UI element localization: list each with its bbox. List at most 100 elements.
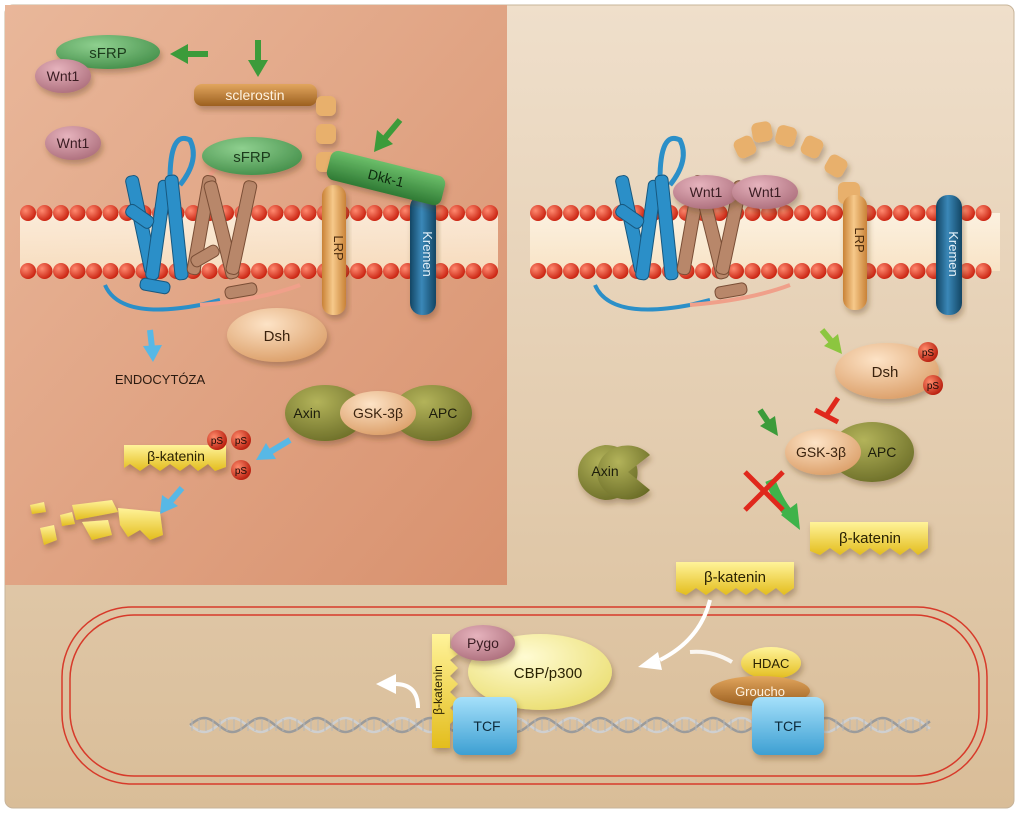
membrane-bead — [53, 263, 69, 279]
membrane-bead — [563, 263, 579, 279]
membrane-bead — [827, 263, 843, 279]
red-inhibition-symbol — [813, 396, 841, 425]
apc-right-label: APC — [868, 444, 897, 460]
beta-catenin-nuclear-label: β-katenin — [431, 665, 445, 715]
membrane-bead — [86, 263, 102, 279]
membrane-bead — [909, 263, 926, 279]
gsk-left-label: GSK-3β — [353, 405, 403, 421]
membrane-bead — [909, 205, 926, 221]
white-arrow-transcription — [376, 674, 420, 709]
membrane-bead — [383, 205, 399, 221]
sclerostin-label: sclerostin — [225, 87, 284, 103]
membrane-bead — [102, 263, 119, 279]
membrane-bead — [449, 263, 465, 279]
ps-right-1: pS — [918, 342, 938, 362]
gsk-apc-complex-right: GSK-3β APC — [785, 422, 914, 482]
membrane-bead — [201, 263, 218, 279]
membrane-bead — [482, 263, 498, 279]
kremen-right-label: Kremen — [946, 231, 961, 277]
beta-catenin-entry-label: β-katenin — [704, 569, 766, 586]
dsh-left-label: Dsh — [264, 328, 291, 345]
white-arrow-to-cbp — [638, 599, 734, 670]
membrane-bead — [728, 263, 744, 279]
kremen-left: Kremen — [410, 195, 436, 315]
membrane-bead — [777, 205, 794, 221]
cbp-label: CBP/p300 — [514, 665, 582, 682]
destruction-complex: Axin GSK-3β APC — [285, 385, 472, 441]
membrane-bead — [102, 205, 119, 221]
svg-text:pS: pS — [922, 348, 935, 359]
membrane-bead — [267, 263, 284, 279]
wnt1-right-a-label: Wnt1 — [690, 184, 723, 200]
membrane-bead — [20, 205, 36, 221]
membrane-bead — [69, 263, 86, 279]
lrp-right-label: LRP — [852, 227, 867, 252]
membrane-bead — [267, 205, 284, 221]
membrane-bead — [711, 205, 728, 221]
membrane-bead — [579, 205, 596, 221]
membrane-bead — [36, 263, 53, 279]
ps-left-3: pS — [231, 460, 251, 480]
membrane-bead — [794, 205, 810, 221]
membrane-bead — [827, 205, 843, 221]
membrane-bead — [546, 263, 563, 279]
membrane-bead — [563, 205, 579, 221]
blue-arrow-to-beta-catenin — [256, 437, 292, 460]
membrane-bead — [876, 205, 893, 221]
ps-left-2: pS — [231, 430, 251, 450]
green-arrow-to-gsk — [757, 408, 778, 436]
dsh-left: Dsh — [227, 308, 327, 362]
wnt1-right-b-label: Wnt1 — [749, 184, 782, 200]
lightgreen-arrow-to-dsh — [819, 328, 842, 354]
membrane-bead — [366, 263, 383, 279]
membrane-bead — [20, 263, 36, 279]
tcf-active: TCF — [453, 697, 517, 755]
membrane-bead — [53, 205, 69, 221]
membrane-bead — [465, 263, 482, 279]
membrane-bead — [69, 205, 86, 221]
beta-catenin-degraded — [30, 500, 163, 545]
green-arrow-to-sclerostin — [248, 40, 268, 77]
hdac-label: HDAC — [753, 656, 790, 671]
dkk1: Dkk-1 — [326, 150, 446, 206]
membrane-bead — [893, 263, 909, 279]
membrane-bead — [777, 263, 794, 279]
endocytosis-label: ENDOCYTÓZA — [115, 372, 206, 387]
svg-text:pS: pS — [211, 436, 224, 447]
beta-catenin-phosphorylated: β-katenin — [124, 445, 226, 471]
membrane-bead — [119, 263, 135, 279]
blue-arrow-to-degradation — [160, 486, 185, 514]
frizzled-receptor-left — [103, 135, 301, 312]
green-arrow-to-sfrp — [170, 44, 208, 64]
membrane-bead — [761, 263, 777, 279]
ps-right-2: pS — [923, 375, 943, 395]
membrane-bead — [530, 263, 546, 279]
gsk-left-shape — [340, 391, 416, 435]
membrane-bead — [959, 263, 975, 279]
membrane-bead — [300, 263, 317, 279]
sfrp-mid: sFRP — [202, 137, 302, 175]
blue-arrow-endocytosis — [143, 329, 162, 362]
blocked-arrow-to-beta-catenin — [743, 470, 800, 530]
svg-text:pS: pS — [235, 466, 248, 477]
dsh-right-label: Dsh — [872, 364, 899, 381]
membrane-bead — [449, 205, 465, 221]
membrane-bead — [251, 263, 267, 279]
gsk-right-label: GSK-3β — [796, 444, 846, 460]
sfrp-mid-label: sFRP — [233, 149, 271, 166]
membrane-bead — [810, 205, 827, 221]
membrane-bead — [975, 263, 992, 279]
wnt1-right-b: Wnt1 — [732, 175, 798, 209]
tcf-active-label: TCF — [473, 718, 500, 734]
membrane-bead — [596, 263, 612, 279]
membrane-bead — [744, 263, 761, 279]
lrp-left-label: LRP — [331, 235, 346, 260]
sfrp-top-label: sFRP — [89, 45, 127, 62]
svg-text:pS: pS — [235, 436, 248, 447]
apc-left-shape — [392, 385, 472, 441]
svg-text:pS: pS — [927, 381, 940, 392]
membrane-bead — [596, 205, 612, 221]
ps-left-1: pS — [207, 430, 227, 450]
